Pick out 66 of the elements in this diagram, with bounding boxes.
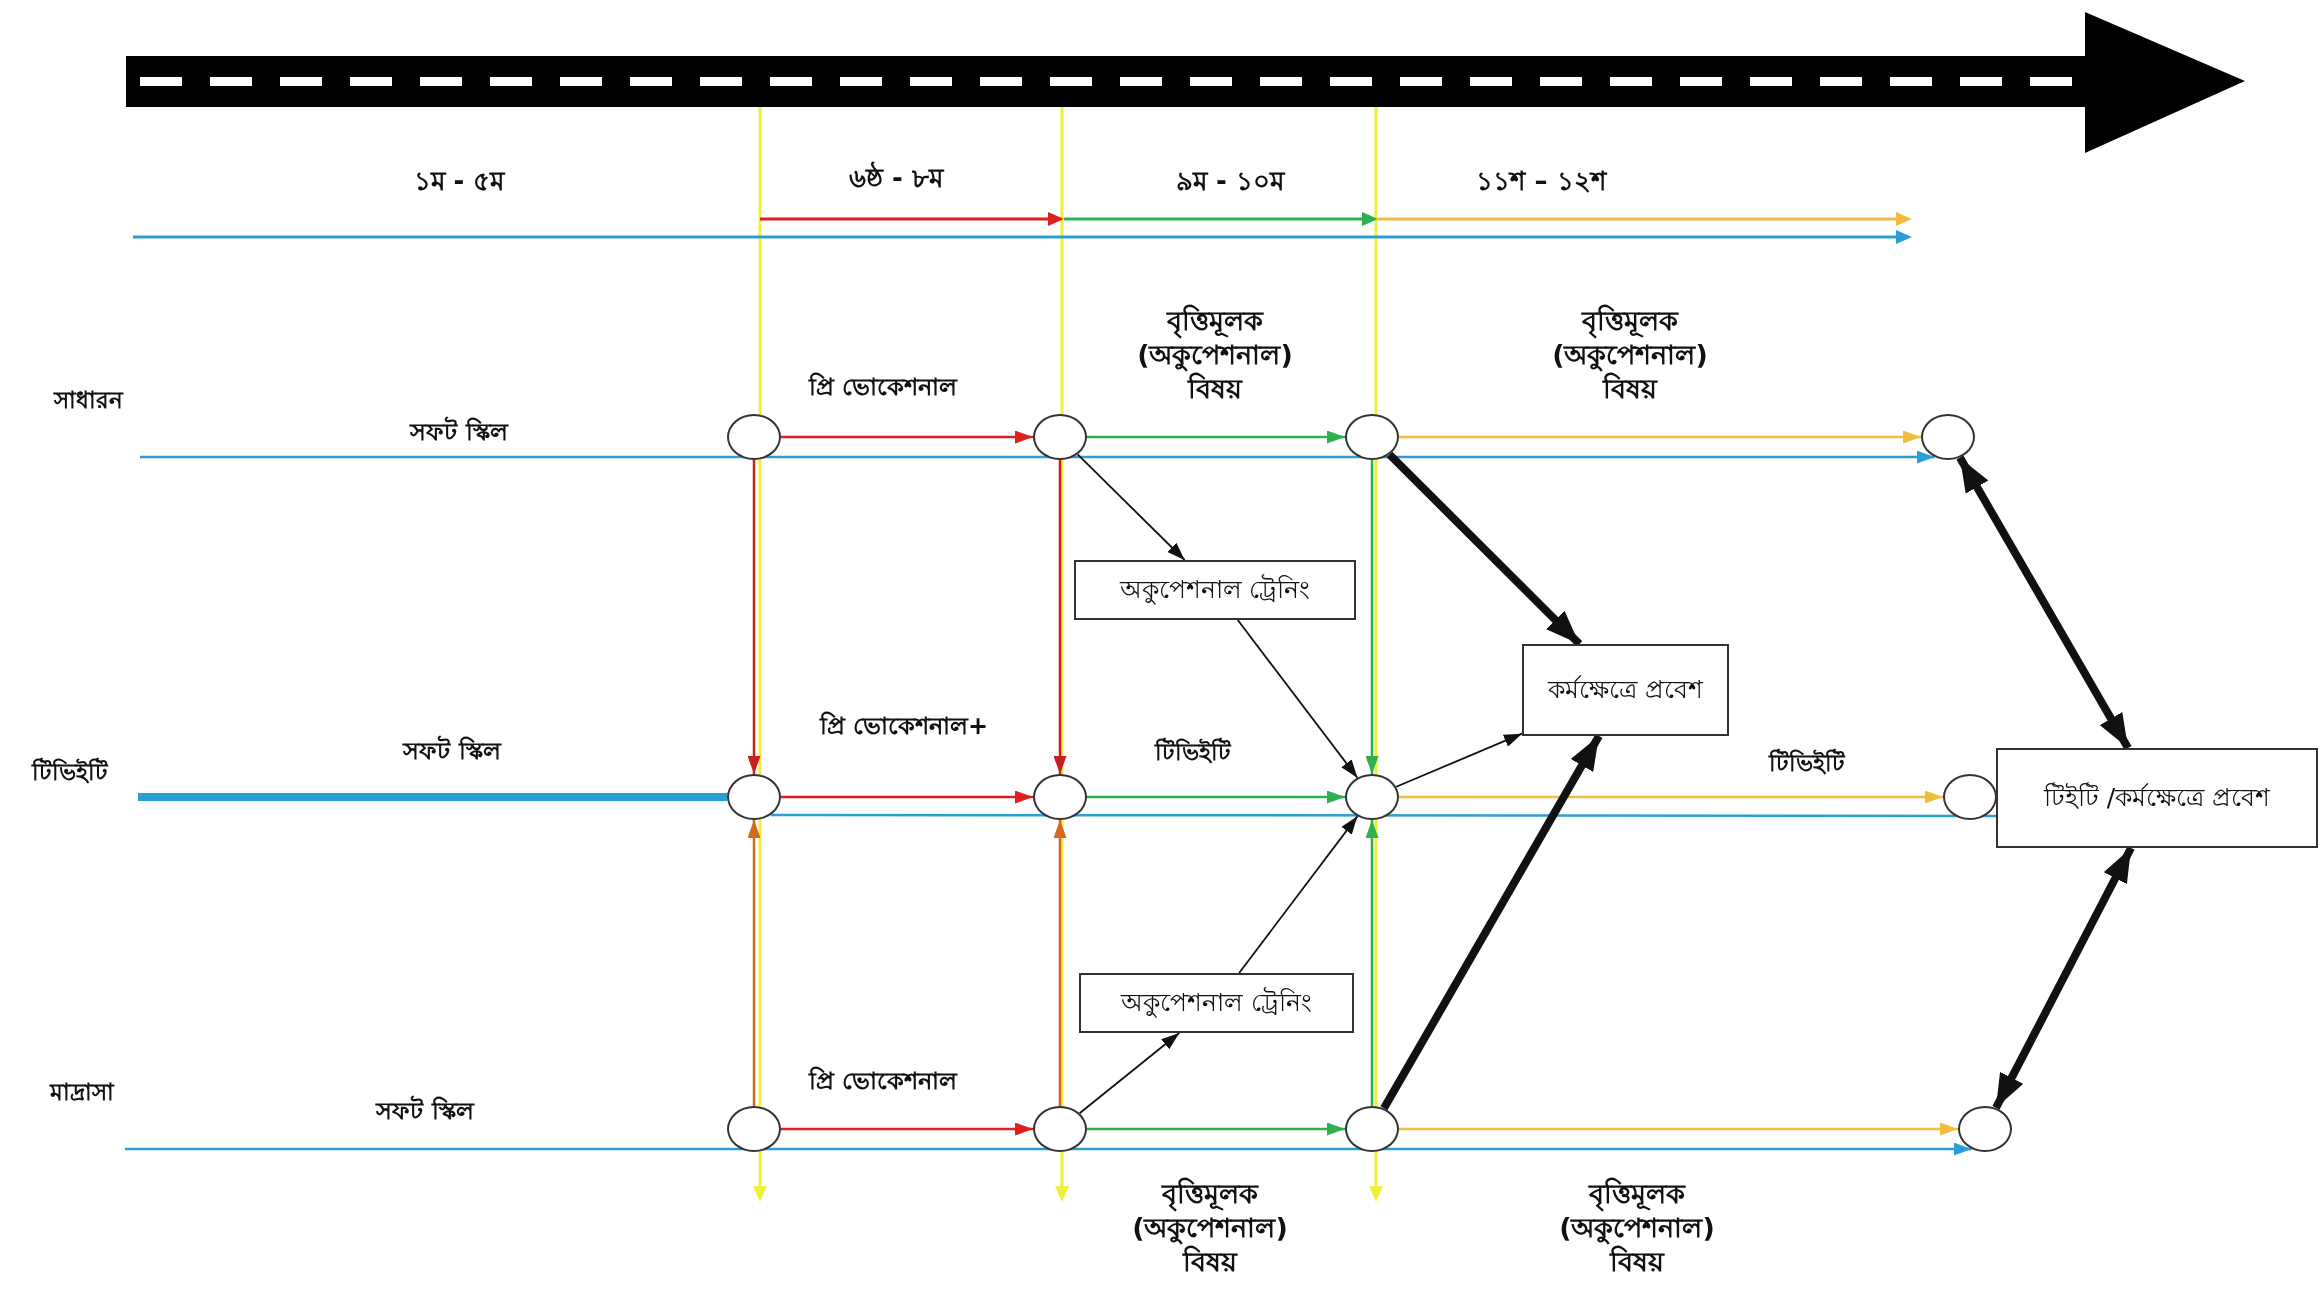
arrow [1399,1122,1958,1136]
arrow [1395,732,1523,788]
stage-circle [1921,414,1975,460]
process-box [1522,644,1729,736]
arrow [140,450,1935,464]
arrow [125,1142,1972,1156]
subject-label: বৃত্তিমূলক (অকুপেশনাল) বিষয় [1551,304,1709,406]
arrow [1078,1032,1181,1115]
stream-label: টিভিইটি [30,757,110,787]
stage-label: সফট স্কিল [374,1096,476,1126]
stage-label: সফট স্কিল [408,417,510,447]
box-text: কর্মক্ষেত্রে প্রবেশ [1548,674,1703,707]
stage-label: প্রি ভোকেশনাল+ [818,711,990,741]
grade-range-label: ৬ষ্ঠ - ৮ম [848,161,946,195]
subject-label: বৃত্তিমূলক (অকুপেশনাল) বিষয় [1131,1177,1289,1279]
stage-circle [1345,774,1399,820]
grade-range-label: ৯ম - ১০ম [1175,164,1287,198]
stage-circle [1943,774,1997,820]
arrow [1053,460,1067,774]
arrow [747,460,761,774]
arrow [781,1122,1033,1136]
arrow [1992,846,2135,1110]
arrow [747,820,761,1106]
stage-circle [727,774,781,820]
arrow [1087,1122,1345,1136]
arrow [1238,815,1359,974]
connector-line [770,813,1996,818]
box-text: টিইটি /কর্মক্ষেত্রে প্রবেশ [2043,781,2271,815]
subject-label: বৃত্তিমূলক (অকুপেশনাল) বিষয় [1136,304,1294,406]
stage-circle [1033,414,1087,460]
stage-circle [1345,414,1399,460]
arrow [1365,460,1379,774]
process-box [1996,748,2318,848]
arrow [781,430,1033,444]
box-text: অকুপেশনাল ট্রেনিং [1121,986,1312,1020]
stream-label: সাধারন [52,385,125,415]
arrow [781,790,1033,804]
arrow [1399,790,1943,804]
stage-label: প্রি ভোকেশনাল [807,1066,959,1096]
stage-circle [1033,1106,1087,1152]
box-text: অকুপেশনাল ট্রেনিং [1119,573,1311,607]
process-box [1079,973,1354,1033]
arrow [1380,734,1603,1111]
subject-label: বৃত্তিমূলক (অকুপেশনাল) বিষয় [1558,1177,1716,1279]
stage-circle [1033,774,1087,820]
process-box [1074,560,1356,620]
arrow [1076,453,1186,561]
arrow [1365,820,1379,1106]
arrow [1399,430,1921,444]
grade-range-label: ১১শ – ১২শ [1475,164,1608,198]
stream-label: মাদ্রাসা [48,1077,116,1107]
grade-range-label: ১ম - ৫ম [412,164,507,198]
arrow [1087,790,1345,804]
stage-label: সফট স্কিল [401,736,503,766]
stage-label: টিভিইটি [1767,748,1847,778]
arrow [1053,820,1067,1106]
stage-circle [1345,1106,1399,1152]
arrow [1956,455,2132,750]
arrow [1087,430,1345,444]
stage-circle [1958,1106,2012,1152]
stage-label: প্রি ভোকেশনাল [807,372,959,402]
arrow [1236,619,1359,779]
stage-label: টিভিইটি [1153,737,1233,767]
stage-circle [727,1106,781,1152]
stage-circle [727,414,781,460]
arrow [1386,451,1583,647]
